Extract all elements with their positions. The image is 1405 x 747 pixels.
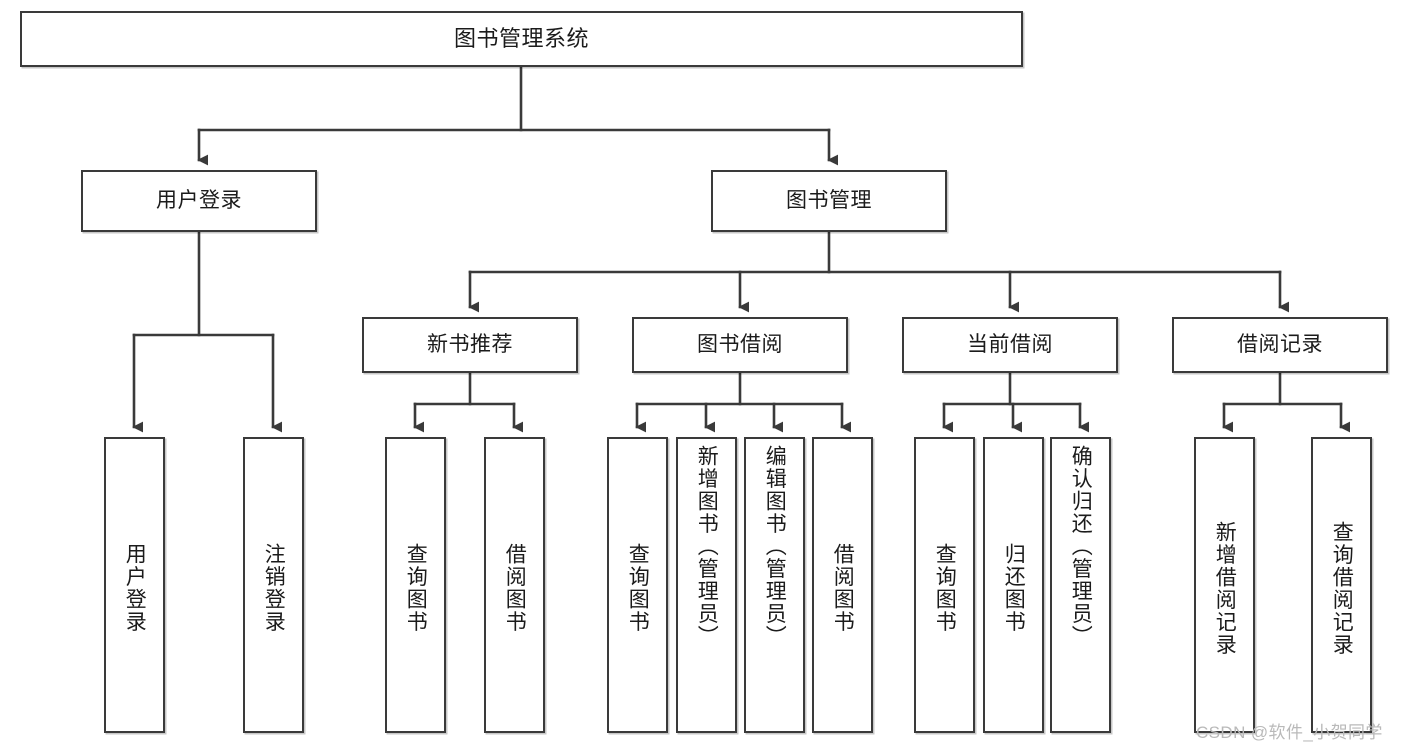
leaf-borrow-add-book-admin-label: 新增图书（管理员） [695, 445, 719, 648]
leaf-newbook-borrow-books-label: 借阅图书 [503, 543, 527, 633]
node-user-login[interactable]: 用户登录 [81, 170, 317, 232]
node-borrow-records[interactable]: 借阅记录 [1172, 317, 1388, 373]
leaf-borrow-edit-book-admin-label: 编辑图书（管理员） [763, 445, 787, 648]
leaf-logout[interactable]: 注销登录 [243, 437, 304, 733]
node-current-borrow-label: 当前借阅 [967, 332, 1053, 356]
leaf-records-query-record-label: 查询借阅记录 [1330, 520, 1354, 656]
leaf-records-query-record[interactable]: 查询借阅记录 [1311, 437, 1372, 733]
csdn-watermark: CSDN @软件_小贺同学 [1196, 723, 1383, 742]
leaf-current-return-books[interactable]: 归还图书 [983, 437, 1044, 733]
leaf-current-confirm-return-admin-label: 确认归还（管理员） [1069, 445, 1093, 648]
leaf-newbook-borrow-books[interactable]: 借阅图书 [484, 437, 545, 733]
leaf-user-login[interactable]: 用户登录 [104, 437, 165, 733]
leaf-newbook-query-books[interactable]: 查询图书 [385, 437, 446, 733]
node-root[interactable]: 图书管理系统 [20, 11, 1023, 67]
leaf-current-confirm-return-admin[interactable]: 确认归还（管理员） [1050, 437, 1111, 733]
leaf-borrow-borrow-books-label: 借阅图书 [831, 543, 855, 633]
node-book-borrow-label: 图书借阅 [697, 332, 783, 356]
leaf-borrow-edit-book-admin[interactable]: 编辑图书（管理员） [744, 437, 805, 733]
leaf-current-query-books-label: 查询图书 [933, 543, 957, 633]
leaf-newbook-query-books-label: 查询图书 [404, 543, 428, 633]
leaf-borrow-query-books-label: 查询图书 [626, 543, 650, 633]
node-root-label: 图书管理系统 [453, 26, 589, 52]
node-borrow-records-label: 借阅记录 [1237, 332, 1323, 356]
leaf-current-query-books[interactable]: 查询图书 [914, 437, 975, 733]
leaf-logout-label: 注销登录 [262, 543, 286, 633]
node-user-login-label: 用户登录 [156, 188, 242, 212]
node-book-management[interactable]: 图书管理 [711, 170, 947, 232]
leaf-current-return-books-label: 归还图书 [1002, 543, 1026, 633]
leaf-user-login-label: 用户登录 [123, 543, 147, 633]
leaf-borrow-query-books[interactable]: 查询图书 [607, 437, 668, 733]
node-book-management-label: 图书管理 [786, 188, 872, 212]
leaf-records-add-record[interactable]: 新增借阅记录 [1194, 437, 1255, 733]
node-new-book-recommend-label: 新书推荐 [427, 332, 513, 356]
node-current-borrow[interactable]: 当前借阅 [902, 317, 1118, 373]
leaf-borrow-add-book-admin[interactable]: 新增图书（管理员） [676, 437, 737, 733]
leaf-borrow-borrow-books[interactable]: 借阅图书 [812, 437, 873, 733]
leaf-records-add-record-label: 新增借阅记录 [1213, 520, 1237, 656]
node-book-borrow[interactable]: 图书借阅 [632, 317, 848, 373]
node-new-book-recommend[interactable]: 新书推荐 [362, 317, 578, 373]
